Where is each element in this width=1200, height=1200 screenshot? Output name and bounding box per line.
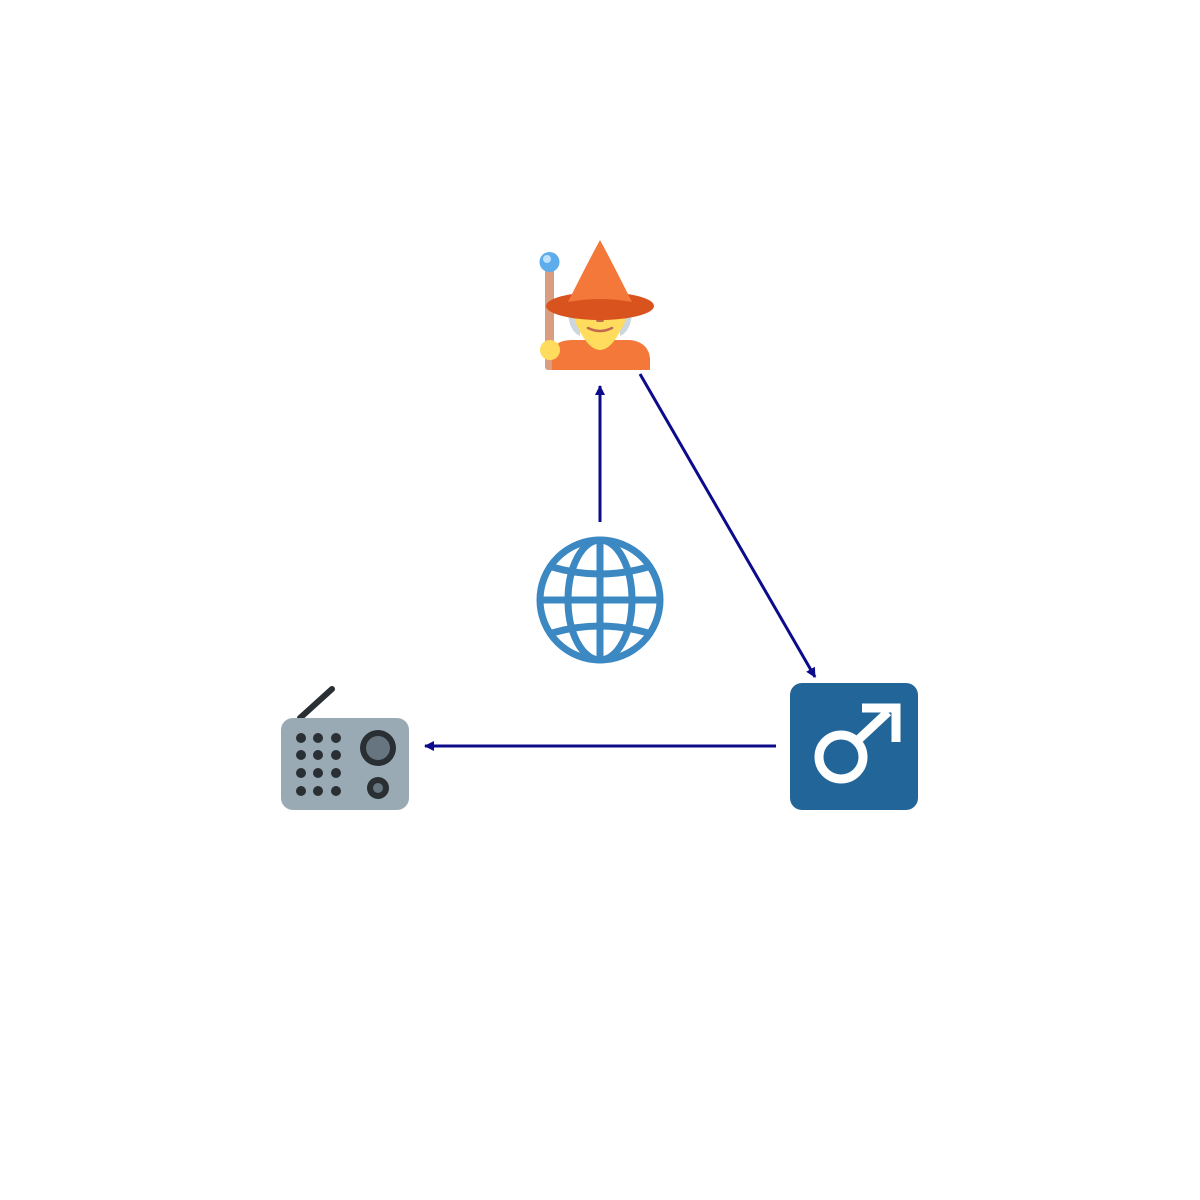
node-radio [281, 686, 409, 810]
node-mage [539, 240, 654, 370]
edge-mage-to-male [638, 373, 817, 678]
globe-with-meridians-icon [536, 536, 664, 664]
radio-icon [281, 686, 409, 810]
mage-icon [539, 240, 654, 370]
node-globe [536, 536, 664, 664]
male-sign-icon [790, 683, 918, 810]
node-male [790, 683, 918, 810]
edges [424, 373, 817, 751]
